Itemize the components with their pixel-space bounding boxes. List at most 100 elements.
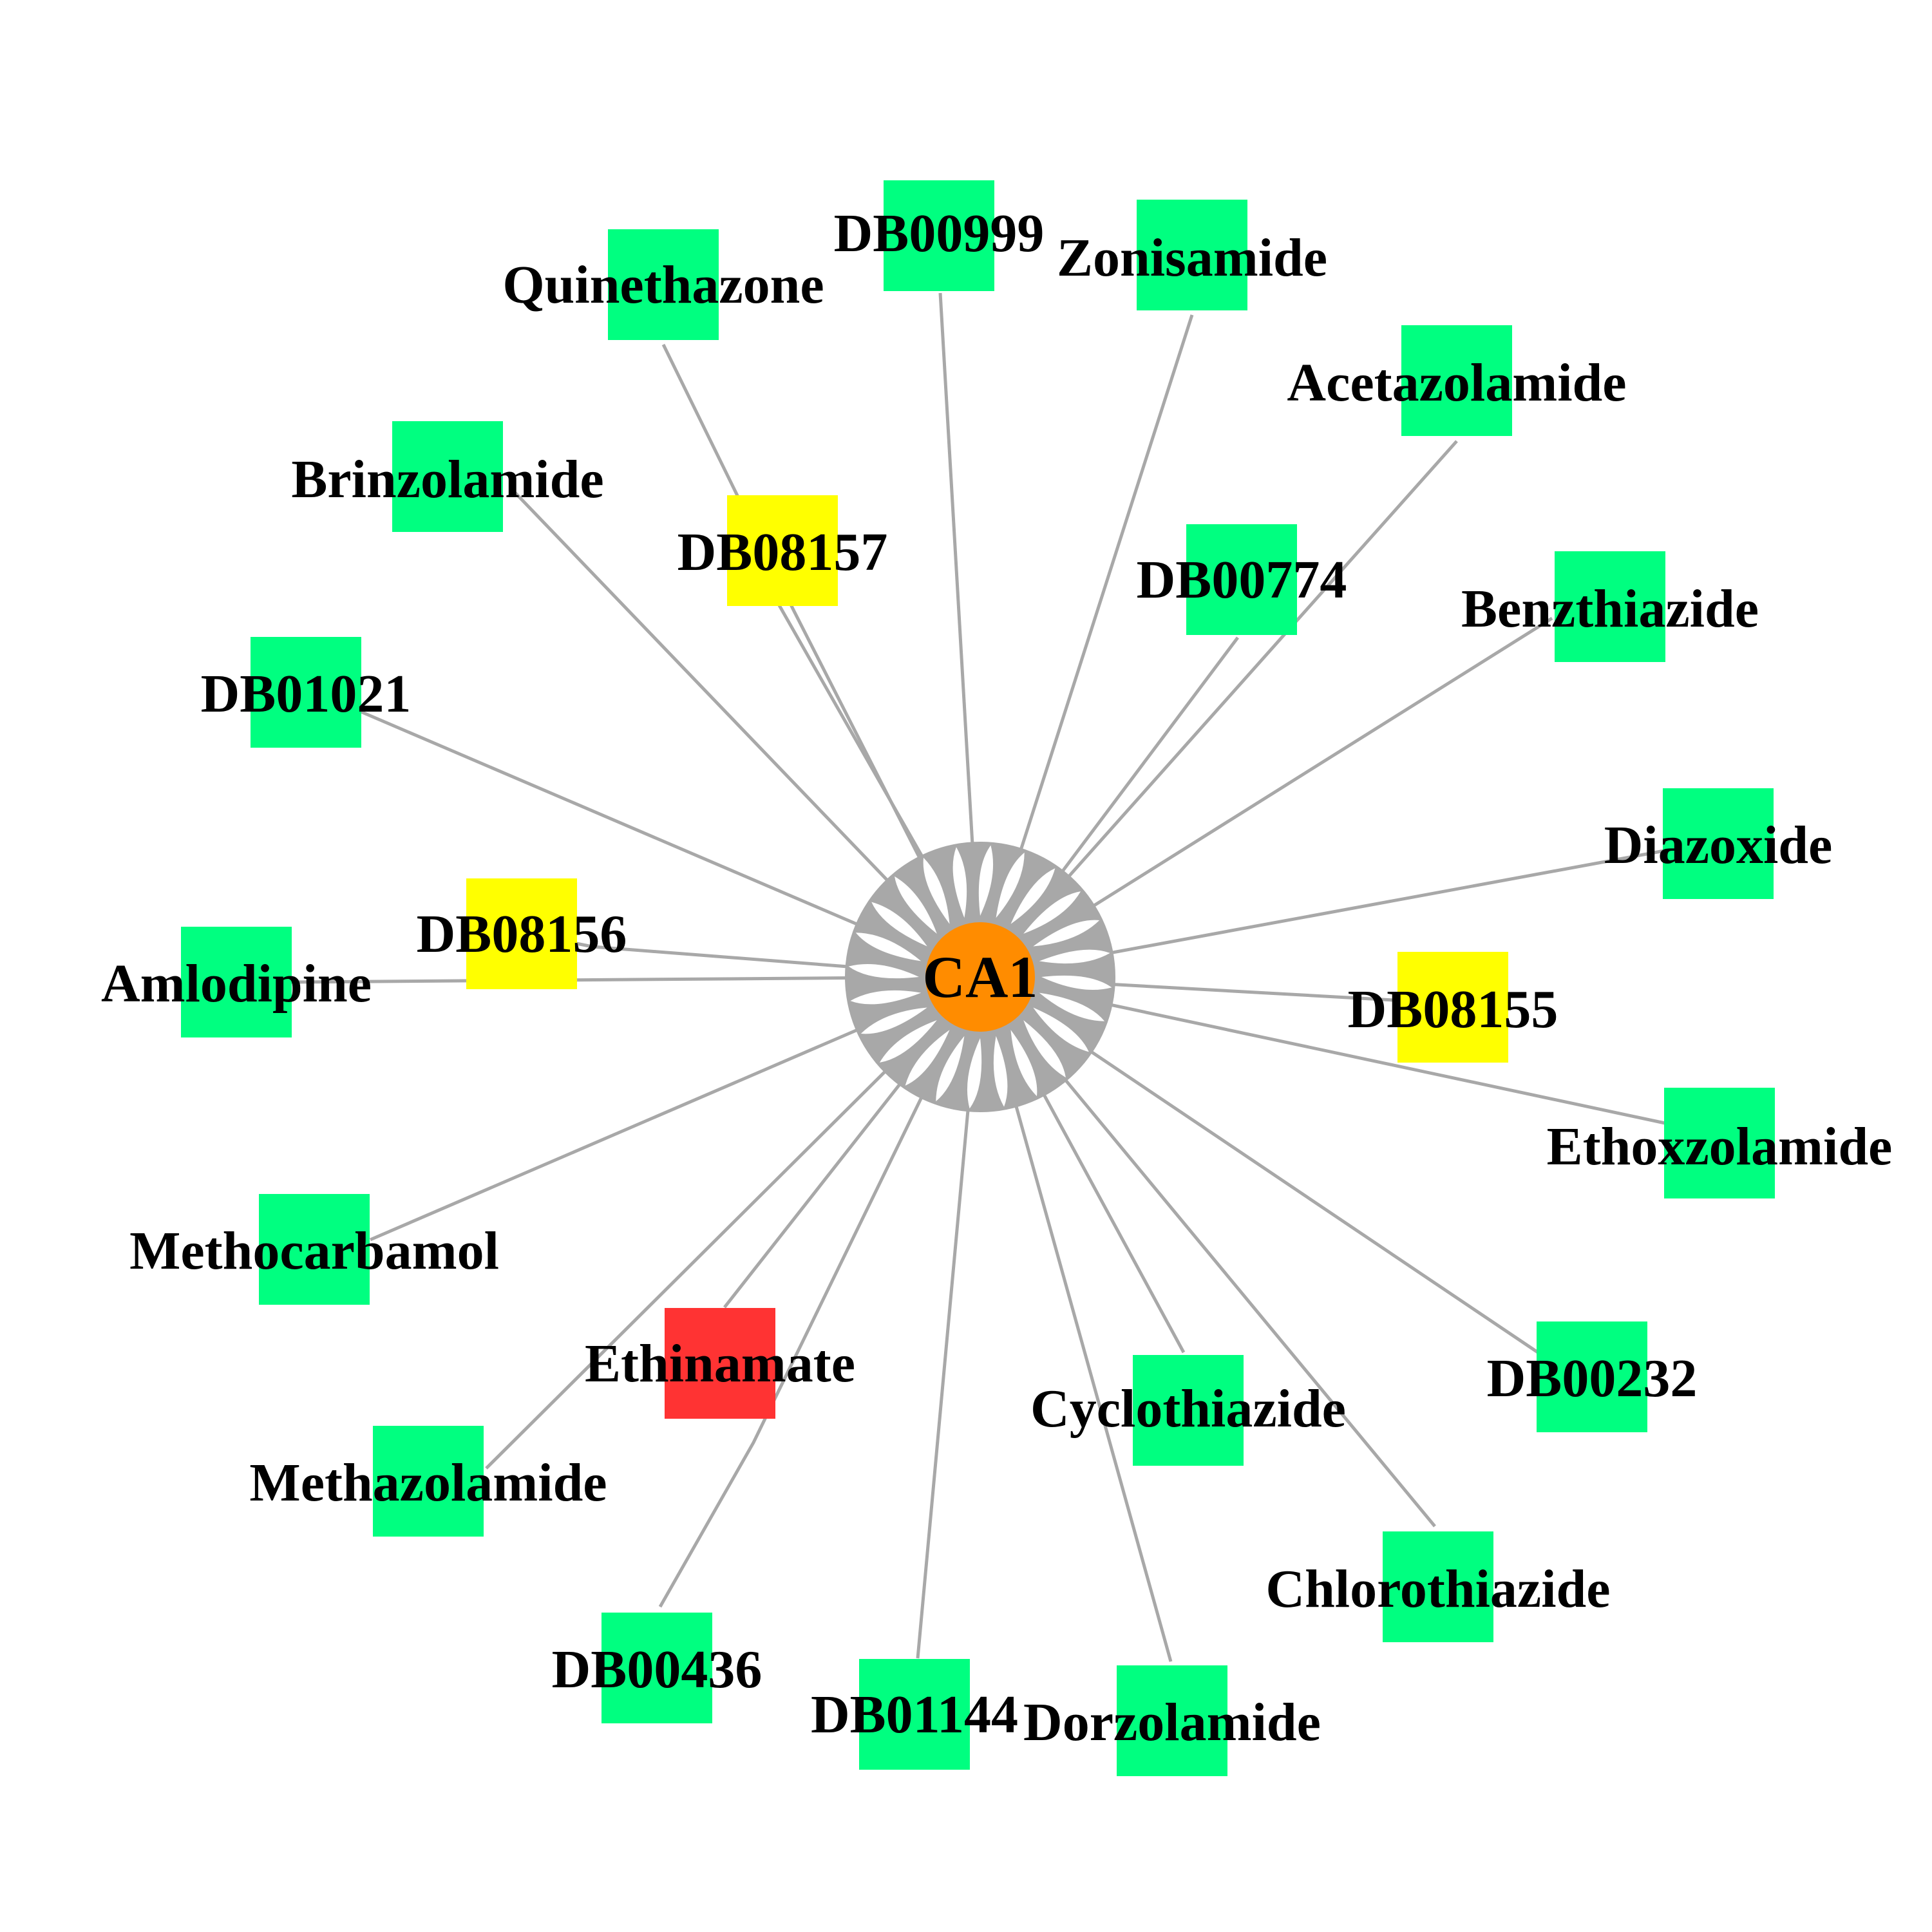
node-label-zonisamide: Zonisamide bbox=[1057, 228, 1327, 288]
hub-ring-gap bbox=[895, 876, 937, 934]
node-db00999[interactable]: DB00999 bbox=[834, 180, 1045, 291]
node-label-db08157: DB08157 bbox=[677, 522, 888, 582]
node-label-ethinamate: Ethinamate bbox=[585, 1334, 855, 1394]
edge-quinethazone bbox=[661, 343, 982, 978]
node-label-acetazolamide: Acetazolamide bbox=[1287, 353, 1626, 413]
node-label-ethoxzolamide: Ethoxzolamide bbox=[1547, 1117, 1893, 1177]
node-label-db00436: DB00436 bbox=[552, 1640, 762, 1700]
node-square-db08156 bbox=[466, 878, 577, 989]
node-db00774[interactable]: DB00774 bbox=[1137, 524, 1347, 635]
node-square-db01144 bbox=[859, 1659, 970, 1770]
hub-ring-gap bbox=[1010, 868, 1056, 924]
node-quinethazone[interactable]: Quinethazone bbox=[502, 229, 824, 340]
node-diazoxide[interactable]: Diazoxide bbox=[1604, 788, 1833, 899]
node-benzthiazide[interactable]: Benzthiazide bbox=[1461, 551, 1759, 662]
hub-node-ca1[interactable]: CA1 bbox=[923, 922, 1038, 1032]
node-square-ethinamate bbox=[665, 1308, 775, 1419]
hub-ring-gap bbox=[1023, 1020, 1066, 1078]
node-brinzolamide[interactable]: Brinzolamide bbox=[291, 421, 604, 532]
hub-ring-gap bbox=[1023, 891, 1081, 934]
node-ethoxzolamide[interactable]: Ethoxzolamide bbox=[1547, 1088, 1893, 1198]
hub-ring-gap bbox=[905, 1030, 950, 1086]
node-square-amlodipine bbox=[181, 927, 292, 1037]
node-square-cyclothiazide bbox=[1133, 1355, 1244, 1466]
hub-ring-gap bbox=[855, 933, 922, 961]
node-dorzolamide[interactable]: Dorzolamide bbox=[1023, 1665, 1321, 1776]
node-square-db00232 bbox=[1537, 1321, 1647, 1432]
node-label-db00774: DB00774 bbox=[1137, 550, 1347, 610]
node-db00232[interactable]: DB00232 bbox=[1487, 1321, 1698, 1432]
edge-db00436 bbox=[658, 976, 982, 1608]
node-label-cyclothiazide: Cyclothiazide bbox=[1030, 1379, 1346, 1439]
node-label-db00999: DB00999 bbox=[834, 204, 1045, 263]
hub-ring-gap bbox=[978, 845, 994, 916]
hub-label: CA1 bbox=[923, 944, 1038, 1010]
node-methocarbamol[interactable]: Methocarbamol bbox=[129, 1194, 499, 1305]
node-chlorothiazide[interactable]: Chlorothiazide bbox=[1265, 1531, 1611, 1642]
node-label-db01021: DB01021 bbox=[201, 664, 412, 724]
hub-circle bbox=[925, 922, 1035, 1032]
node-square-benzthiazide bbox=[1555, 551, 1665, 662]
node-square-db00774 bbox=[1186, 524, 1297, 635]
node-db08155[interactable]: DB08155 bbox=[1348, 952, 1558, 1063]
hub-ring-gap bbox=[879, 1020, 937, 1063]
node-label-quinethazone: Quinethazone bbox=[502, 255, 824, 315]
node-db08156[interactable]: DB08156 bbox=[417, 878, 627, 989]
node-label-db08155: DB08155 bbox=[1348, 980, 1558, 1039]
node-zonisamide[interactable]: Zonisamide bbox=[1057, 200, 1327, 310]
node-square-db08155 bbox=[1397, 952, 1508, 1063]
hub-ring-gap bbox=[848, 963, 919, 979]
node-label-methocarbamol: Methocarbamol bbox=[129, 1221, 499, 1281]
hub-ring-gap bbox=[1039, 949, 1110, 964]
node-label-db01144: DB01144 bbox=[811, 1685, 1018, 1745]
node-square-ethoxzolamide bbox=[1664, 1088, 1775, 1198]
node-square-dorzolamide bbox=[1117, 1665, 1227, 1776]
hub-ring-gap bbox=[1033, 920, 1100, 947]
hub-ring-gap bbox=[850, 990, 922, 1005]
node-square-chlorothiazide bbox=[1383, 1531, 1493, 1642]
node-square-db00436 bbox=[601, 1613, 712, 1723]
node-label-diazoxide: Diazoxide bbox=[1604, 815, 1833, 875]
node-square-zonisamide bbox=[1137, 200, 1247, 310]
node-acetazolamide[interactable]: Acetazolamide bbox=[1287, 325, 1627, 436]
hub-ring-gap bbox=[996, 852, 1025, 918]
hub-ring-gap bbox=[1039, 992, 1105, 1021]
hub-ring-gap bbox=[993, 1036, 1008, 1107]
hub-ring-gap bbox=[923, 857, 950, 924]
node-square-quinethazone bbox=[608, 229, 719, 340]
hub-ring-gap bbox=[936, 1036, 965, 1102]
node-ethinamate[interactable]: Ethinamate bbox=[585, 1308, 855, 1419]
node-square-acetazolamide bbox=[1401, 325, 1512, 436]
node-methazolamide[interactable]: Methazolamide bbox=[249, 1426, 607, 1537]
node-square-db01021 bbox=[251, 637, 361, 748]
node-square-methocarbamol bbox=[259, 1194, 370, 1305]
hub-ring-gap bbox=[967, 1038, 982, 1109]
node-square-db08157 bbox=[727, 495, 838, 606]
node-label-brinzolamide: Brinzolamide bbox=[291, 450, 603, 509]
node-label-db08156: DB08156 bbox=[417, 904, 627, 964]
node-square-brinzolamide bbox=[392, 421, 503, 532]
node-db00436[interactable]: DB00436 bbox=[552, 1613, 762, 1723]
node-label-amlodipine: Amlodipine bbox=[101, 954, 372, 1014]
node-label-dorzolamide: Dorzolamide bbox=[1023, 1692, 1321, 1752]
hub-ring-gap bbox=[1010, 1030, 1037, 1097]
hub-ring-gap bbox=[1041, 975, 1112, 990]
hub-ring-gap bbox=[860, 1007, 927, 1034]
hub-ring-gap bbox=[952, 847, 967, 918]
node-square-diazoxide bbox=[1663, 788, 1774, 899]
node-db01021[interactable]: DB01021 bbox=[201, 637, 412, 748]
node-label-benzthiazide: Benzthiazide bbox=[1461, 579, 1759, 639]
node-label-chlorothiazide: Chlorothiazide bbox=[1265, 1559, 1610, 1619]
node-db01144[interactable]: DB01144 bbox=[811, 1659, 1018, 1770]
node-amlodipine[interactable]: Amlodipine bbox=[101, 927, 372, 1037]
hub-ring-gap bbox=[871, 902, 927, 947]
node-label-db00232: DB00232 bbox=[1487, 1349, 1698, 1408]
node-square-db00999 bbox=[884, 180, 994, 291]
node-db08157[interactable]: DB08157 bbox=[677, 495, 888, 606]
node-cyclothiazide[interactable]: Cyclothiazide bbox=[1030, 1355, 1346, 1466]
node-label-methazolamide: Methazolamide bbox=[249, 1453, 607, 1513]
hub-ring-gap bbox=[1033, 1007, 1089, 1052]
node-square-methazolamide bbox=[373, 1426, 484, 1537]
